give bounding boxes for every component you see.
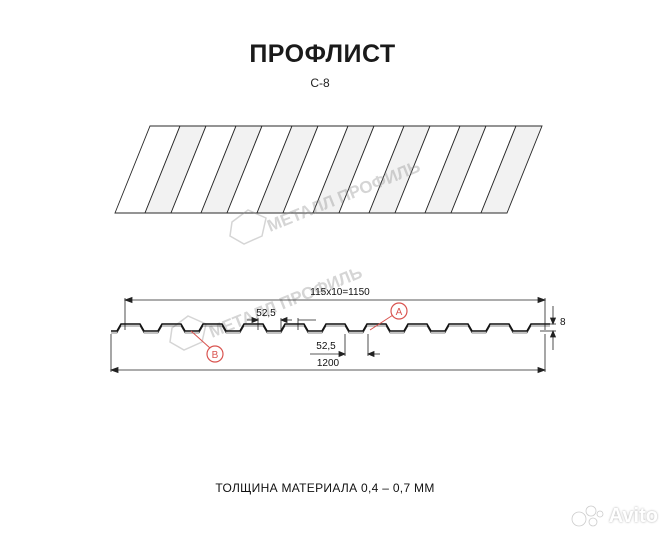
callout-b-label: B [212, 350, 219, 361]
dimension-total-cover-label: 115x10=1150 [310, 287, 370, 298]
avito-watermark: Avito [571, 504, 658, 528]
dimension-pitch-top-label: 52,5 [256, 308, 276, 319]
callout-a: A [369, 302, 408, 331]
watermark-logo-lower: МЕТАЛЛ ПРОФИЛЬ [169, 263, 365, 351]
material-thickness: ТОЛЩИНА МАТЕРИАЛА 0,4 – 0,7 ММ [215, 481, 435, 495]
dimension-pitch-bottom-label: 52,5 [316, 341, 336, 352]
dimension-height [540, 306, 557, 350]
dimension-total-cover [123, 296, 547, 330]
dimension-height-label: 8 [560, 317, 566, 328]
callout-b: B [190, 330, 224, 363]
dimension-total-width-label: 1200 [317, 358, 340, 369]
avito-logo-text: Avito [608, 504, 658, 527]
dimension-pitch-top [247, 316, 316, 330]
profile-section-line [111, 323, 550, 332]
dimension-pitch-bottom [310, 334, 380, 358]
callout-a-label: A [396, 307, 403, 318]
sheet-3d-view [114, 125, 543, 214]
avito-dots-icon [571, 505, 604, 527]
profile-code: С-8 [310, 76, 330, 90]
page-title: ПРОФЛИСТ [249, 40, 396, 68]
dimension-total-width [109, 334, 547, 374]
watermark-text-lower: МЕТАЛЛ ПРОФИЛЬ [206, 263, 365, 342]
